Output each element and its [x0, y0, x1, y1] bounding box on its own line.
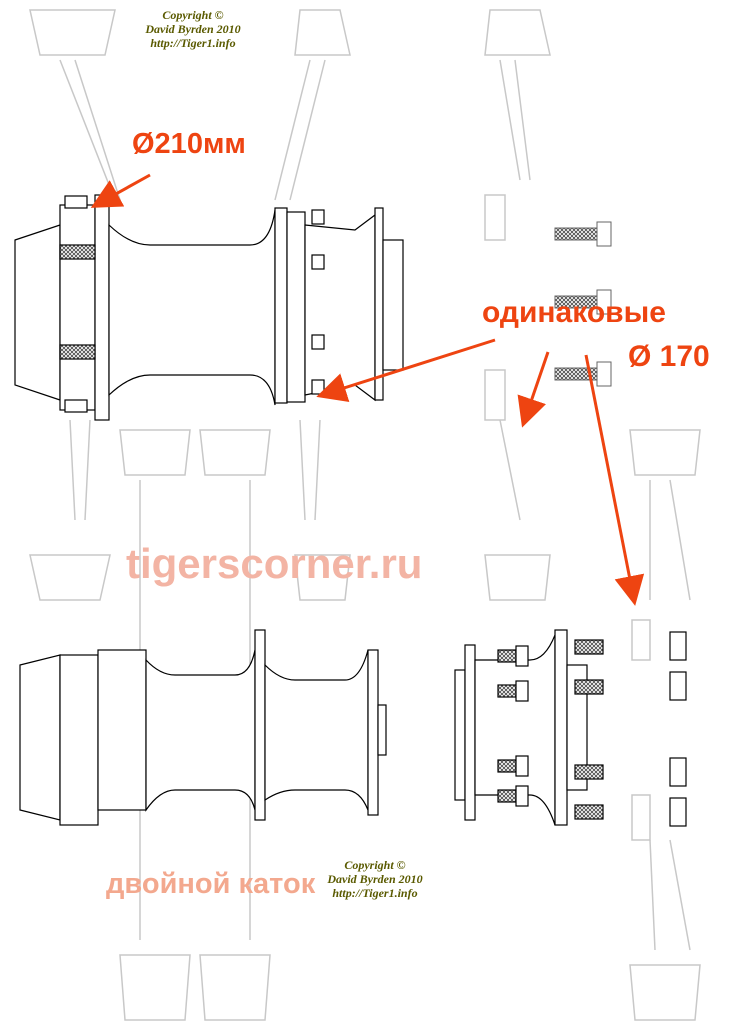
watermark-text: tigerscorner.ru — [126, 540, 423, 587]
double-wheel-hub — [19, 629, 387, 826]
copyright-bottom-line1: Copyright © — [344, 858, 406, 872]
copyright-bottom-line3: http://Tiger1.info — [332, 886, 418, 900]
annotation-diameter-170: Ø 170 — [628, 340, 710, 373]
copyright-bottom: Copyright © David Byrden 2010 http://Tig… — [300, 858, 450, 900]
copyright-top-line1: Copyright © — [162, 8, 224, 22]
caption-double-wheel: двойной каток — [106, 868, 316, 900]
top-hub-assembly — [14, 194, 404, 421]
copyright-top-line2: David Byrden 2010 — [145, 22, 241, 36]
copyright-bottom-line2: David Byrden 2010 — [327, 872, 423, 886]
annotation-diameter-210: Ø210мм — [132, 128, 246, 160]
annotation-identical: одинаковые — [482, 296, 666, 329]
copyright-top: Copyright © David Byrden 2010 http://Tig… — [118, 8, 268, 50]
copyright-top-line3: http://Tiger1.info — [150, 36, 236, 50]
loose-bolts — [554, 221, 612, 387]
annotation-arrows — [90, 173, 645, 606]
ghost-wheels — [29, 9, 701, 1021]
stud-hub-assembly — [454, 629, 687, 827]
